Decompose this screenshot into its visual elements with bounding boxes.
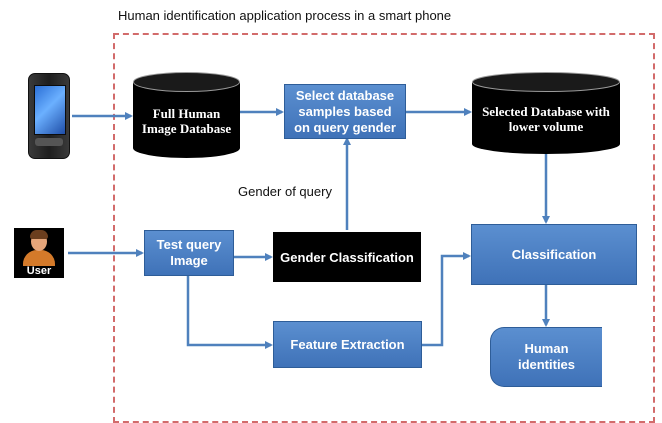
smartphone-icon bbox=[28, 73, 70, 159]
user-avatar-icon: User bbox=[14, 228, 64, 278]
human-identities-node: Human identities bbox=[490, 327, 602, 387]
full-database-node: Full Human Image Database bbox=[133, 72, 240, 158]
phone-buttons bbox=[35, 138, 63, 146]
classification-node: Classification bbox=[471, 224, 637, 285]
select-samples-label: Select database samples based on query g… bbox=[294, 87, 396, 135]
database-cylinder-icon bbox=[133, 72, 240, 158]
selected-database-label: Selected Database with lower volume bbox=[482, 104, 610, 134]
arrow-query-to-feature bbox=[186, 275, 273, 349]
select-samples-node: Select database samples based on query g… bbox=[284, 84, 406, 139]
arrow-feature-to-classification bbox=[422, 252, 471, 347]
feature-extraction-node: Feature Extraction bbox=[273, 321, 422, 368]
classification-label: Classification bbox=[511, 246, 597, 262]
full-database-label: Full Human Image Database bbox=[141, 106, 232, 136]
phone-screen bbox=[34, 85, 66, 135]
gender-of-query-label: Gender of query bbox=[238, 184, 332, 199]
selected-database-node: Selected Database with lower volume bbox=[472, 72, 620, 154]
feature-extraction-label: Feature Extraction bbox=[290, 336, 405, 352]
gender-classification-node: Gender Classification bbox=[273, 232, 421, 282]
gender-classification-label: Gender Classification bbox=[280, 249, 414, 265]
diagram-title: Human identification application process… bbox=[118, 8, 452, 23]
test-query-label: Test query Image bbox=[156, 237, 222, 268]
test-query-node: Test query Image bbox=[144, 230, 234, 276]
database-cylinder-icon bbox=[472, 72, 620, 154]
user-label: User bbox=[26, 265, 52, 277]
human-identities-label: Human identities bbox=[517, 341, 576, 372]
